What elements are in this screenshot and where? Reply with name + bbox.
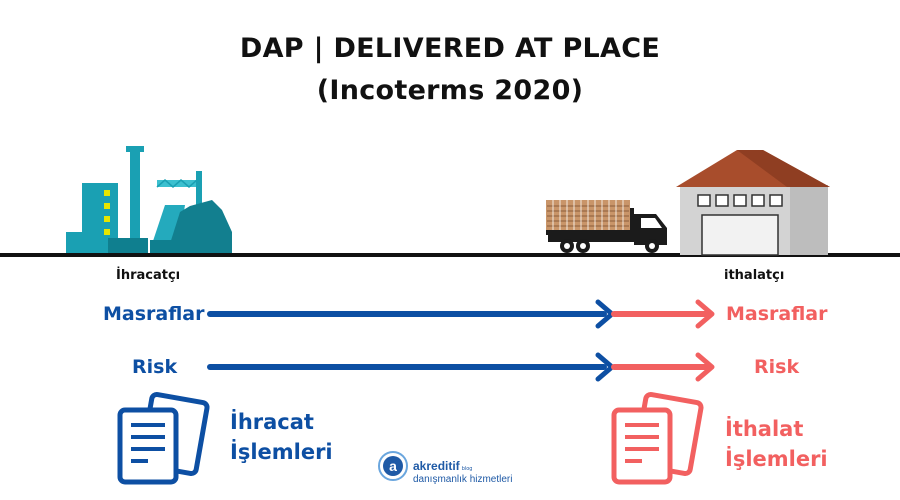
page-title: DAP | DELIVERED AT PLACE [239, 33, 661, 64]
truck-icon [546, 200, 667, 253]
factory-icon [66, 146, 232, 255]
importer-label: ithalatçı [724, 268, 785, 283]
export-docs-label: İhracat İşlemleri [230, 407, 333, 467]
import-document-icon [611, 391, 704, 485]
import-docs-label: İthalat İşlemleri [725, 414, 828, 474]
export-docs-line1: İhracat [230, 410, 314, 434]
brand-name: akreditif [413, 459, 460, 473]
ground-line [0, 253, 900, 257]
risk-label-buyer: Risk [754, 356, 800, 378]
logo-icon: a [378, 451, 408, 481]
brand-tag: blog [461, 466, 473, 472]
costs-label-seller: Masraflar [103, 303, 205, 325]
page-subtitle: (Incoterms 2020) [316, 75, 584, 106]
costs-label-buyer: Masraflar [726, 303, 828, 325]
export-docs-line2: İşlemleri [230, 440, 333, 464]
warehouse-icon [676, 150, 830, 256]
import-docs-line1: İthalat [725, 417, 804, 441]
export-document-icon [117, 391, 210, 485]
brand-subtitle: danışmanlık hizmetleri [413, 474, 513, 485]
risk-arrow [207, 352, 715, 382]
costs-arrow [207, 299, 715, 329]
svg-text:a: a [389, 458, 397, 474]
risk-label-seller: Risk [132, 356, 178, 378]
import-docs-line2: İşlemleri [725, 447, 828, 471]
exporter-label: İhracatçı [116, 268, 181, 283]
